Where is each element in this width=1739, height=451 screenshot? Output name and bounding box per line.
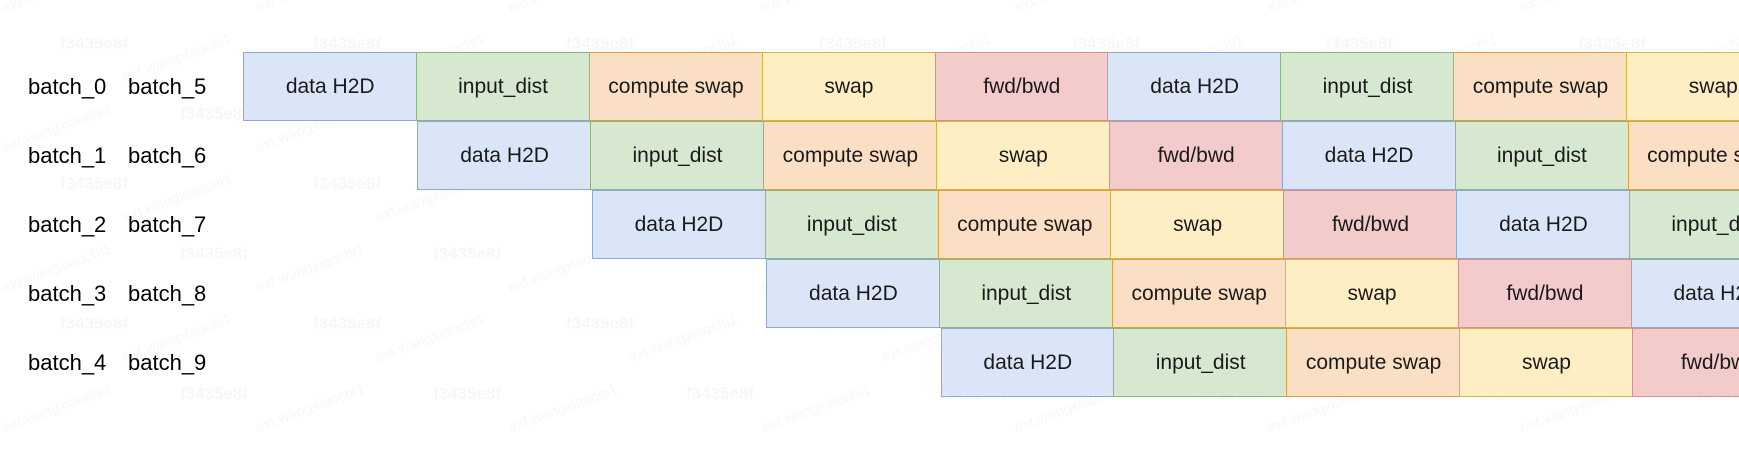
row-label: batch_2 [28,211,107,237]
row-label: batch_3 [28,280,107,306]
row-label: batch_1 [28,142,107,168]
stage-cell: data H2D [1281,121,1457,190]
row-label: batch_9 [128,349,207,375]
row-label-group-3: batch_3 batch_8 [0,259,243,328]
stage-cell: input_dist [1280,52,1455,121]
row-label-group-4: batch_4 batch_9 [0,328,243,397]
stage-cell: input_dist [764,190,940,259]
stage-cell: swap [1626,52,1739,121]
stage-cell: compute swap [1111,259,1287,328]
stage-cell: input_dist [1629,190,1739,259]
stage-cell: data H2D [1456,190,1631,259]
stage-cell: swap [1110,190,1285,259]
stage-cell: fwd/bwd [934,52,1109,121]
stage-cell: compute swap [1286,328,1461,397]
row-label-group-2: batch_2 batch_7 [0,190,243,259]
stage-cell: fwd/bwd [1283,190,1458,259]
stage-cell: input_dist [590,121,765,190]
stage-cell: fwd/bwd [1108,121,1284,190]
row-label: batch_5 [128,73,207,99]
stage-cell: data H2D [243,52,418,121]
stage-cell: input_dist [939,259,1114,328]
stage-cell: compute swap [763,121,938,190]
stage-cell: input_dist [415,52,591,121]
stage-cell: compute swap [937,190,1112,259]
stage-cell: swap [761,52,937,121]
row-label: batch_0 [28,73,107,99]
stage-cell: compute swap [588,52,764,121]
stage-cell: data H2D [591,190,767,259]
stage-cell: swap [936,121,1111,190]
stage-cell: data H2D [417,121,592,190]
row-label-group-0: batch_0 batch_5 [0,52,243,121]
stage-cell: compute swap [1627,121,1739,190]
stage-cell: input_dist [1113,328,1288,397]
stage-cell: swap [1459,328,1634,397]
stage-cell: compute swap [1453,52,1628,121]
stage-cell: fwd/bwd [1632,328,1739,397]
stage-cell: data H2D [766,259,941,328]
stage-cell: data H2D [940,328,1115,397]
stage-cell: data H2D [1107,52,1282,121]
row-label: batch_4 [28,349,107,375]
row-label: batch_8 [128,280,207,306]
row-label: batch_6 [128,142,207,168]
row-label: batch_7 [128,211,207,237]
stage-cell: fwd/bwd [1457,259,1633,328]
stage-cell: data H2D [1630,259,1739,328]
row-label-group-1: batch_1 batch_6 [0,121,243,190]
stage-cell: swap [1284,259,1460,328]
stage-cell: input_dist [1454,121,1630,190]
